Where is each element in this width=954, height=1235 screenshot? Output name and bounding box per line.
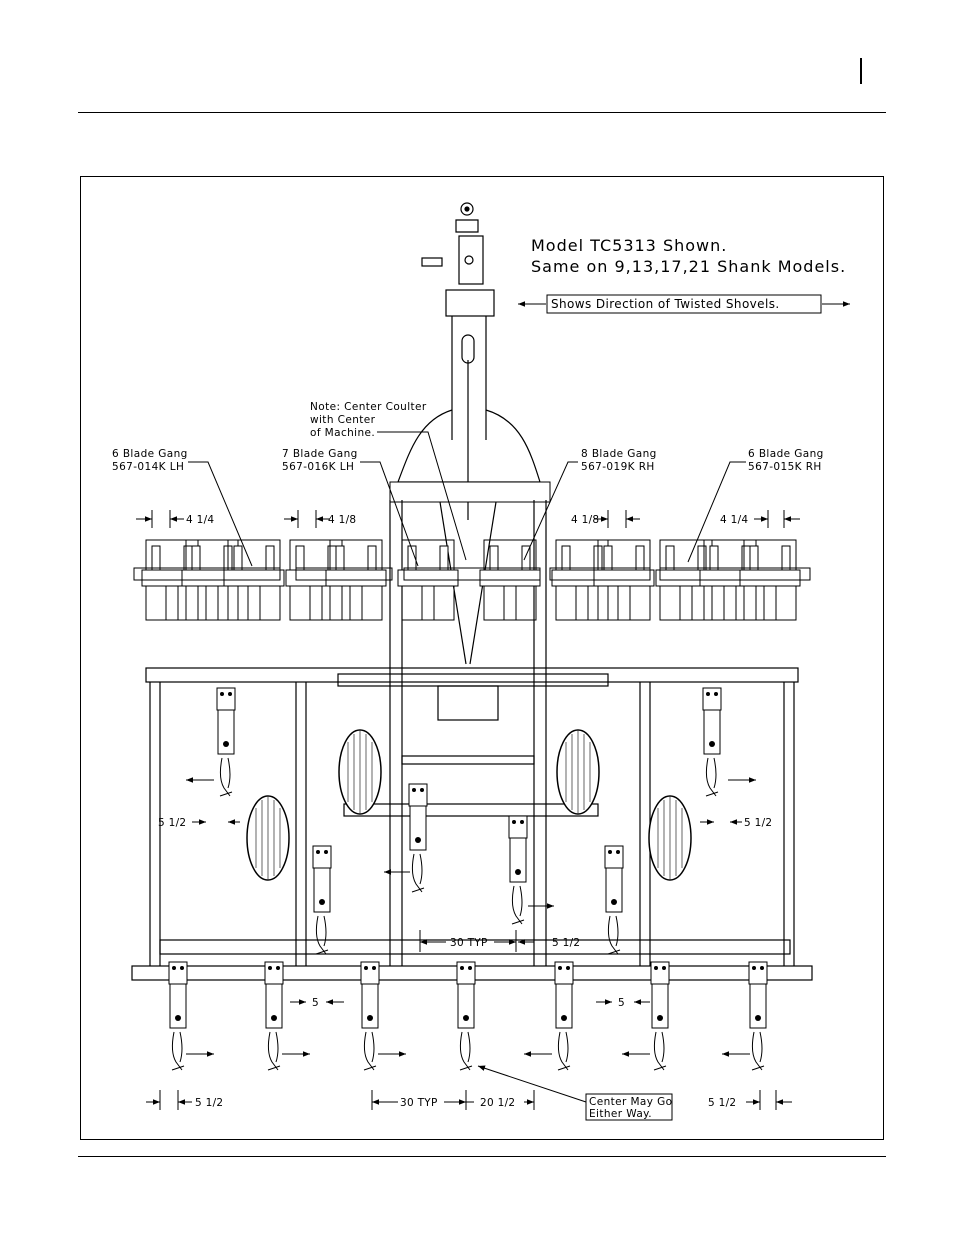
dim-typ-mid-label: 30 TYP	[450, 937, 488, 949]
shank-front-row	[216, 687, 722, 955]
dim-gang-right-outer-label: 4 1/4	[720, 514, 748, 526]
dim-gang-right-inner: 4 1/8	[571, 510, 640, 528]
center-coulter-note: Note: Center Coulter with Center of Mach…	[310, 401, 467, 561]
dim-mid-right: 5 1/2	[700, 817, 772, 829]
note-line3: of Machine.	[310, 427, 375, 439]
cultivator-diagram: Model TC5313 Shown. Same on 9,13,17,21 S…	[112, 202, 850, 1121]
dim-gang-right-outer: 4 1/4	[720, 510, 800, 528]
gang-1-name: 6 Blade Gang	[112, 448, 188, 460]
dim-bottom-center: 20 1/2	[466, 1090, 535, 1110]
center-callout-line2: Either Way.	[589, 1108, 652, 1120]
dim-gang-left-outer-label: 4 1/4	[186, 514, 214, 526]
dim-gang-left-outer: 4 1/4	[136, 510, 214, 528]
footer-rule	[78, 1156, 886, 1157]
dim-typ-mid: 30 TYP	[419, 930, 517, 952]
dim-bottom-left: 5 1/2	[146, 1090, 223, 1110]
dim-gang-left-inner-label: 4 1/8	[328, 514, 356, 526]
gauge-tire-right-outer	[648, 795, 692, 881]
center-callout-line1: Center May Go	[589, 1096, 672, 1108]
dim-center-right-label: 5 1/2	[552, 937, 580, 949]
model-title-line2: Same on 9,13,17,21 Shank Models.	[531, 257, 846, 276]
model-title-line1: Model TC5313 Shown.	[531, 236, 727, 255]
header-rule	[78, 112, 886, 113]
dim-mid-left-label: 5 1/2	[158, 817, 186, 829]
dim-center-right: 5 1/2	[518, 937, 580, 949]
gauge-tire-left-inner	[338, 729, 382, 815]
coulter-gang-3	[549, 539, 655, 621]
gang-2-part: 567-016K LH	[282, 461, 354, 473]
gang-3-part: 567-019K RH	[581, 461, 655, 473]
figure-frame	[80, 176, 884, 1140]
gang-4-name: 6 Blade Gang	[748, 448, 824, 460]
direction-legend: Shows Direction of Twisted Shovels.	[518, 294, 850, 314]
coulter-gang-1	[133, 539, 285, 621]
dim-gang-right-inner-label: 4 1/8	[571, 514, 599, 526]
direction-label: Shows Direction of Twisted Shovels.	[551, 297, 780, 311]
dim-bottom-typ: 30 TYP	[371, 1090, 467, 1110]
tongue-hitch	[397, 202, 541, 520]
page-number-tick	[860, 58, 862, 84]
gauge-tire-left-outer	[246, 795, 290, 881]
note-line1: Note: Center Coulter	[310, 401, 427, 413]
coulter-gang-2	[285, 539, 393, 621]
gang-label-4: 6 Blade Gang 567-015K RH	[687, 448, 824, 563]
dim-mid-right-label: 5 1/2	[744, 817, 772, 829]
dim-bottom-right: 5 1/2	[708, 1090, 792, 1110]
gang-1-part: 567-014K LH	[112, 461, 184, 473]
dim-bottom-left-label: 5 1/2	[195, 1097, 223, 1109]
note-line2: with Center	[310, 414, 376, 426]
dim-mid-left: 5 1/2	[158, 817, 240, 829]
dim-gang-left-inner: 4 1/8	[284, 510, 356, 528]
center-shovel-callout: Center May Go Either Way.	[477, 1065, 673, 1121]
gang-label-1: 6 Blade Gang 567-014K LH	[112, 448, 253, 567]
gang-3-name: 8 Blade Gang	[581, 448, 657, 460]
gang-label-2: 7 Blade Gang 567-016K LH	[282, 448, 419, 567]
dim-rear-right-small: 5	[596, 997, 650, 1009]
dim-rear-left-small: 5	[290, 997, 344, 1009]
dim-bottom-typ-label: 30 TYP	[400, 1097, 438, 1109]
coulter-gang-center	[397, 539, 541, 621]
hitch-beam	[389, 481, 551, 503]
gang-4-part: 567-015K RH	[748, 461, 822, 473]
gang-label-3: 8 Blade Gang 567-019K RH	[523, 448, 657, 561]
gauge-tire-right-inner	[556, 729, 600, 815]
shovel-direction-arrows	[186, 777, 756, 1057]
gang-2-name: 7 Blade Gang	[282, 448, 358, 460]
coulter-gang-4	[655, 539, 811, 621]
dim-bottom-center-label: 20 1/2	[480, 1097, 515, 1109]
dim-bottom-right-label: 5 1/2	[708, 1097, 736, 1109]
shank-rear-row	[168, 961, 768, 1071]
dim-rear-right-small-label: 5	[618, 997, 625, 1009]
dim-rear-left-small-label: 5	[312, 997, 319, 1009]
main-frame	[131, 500, 813, 981]
